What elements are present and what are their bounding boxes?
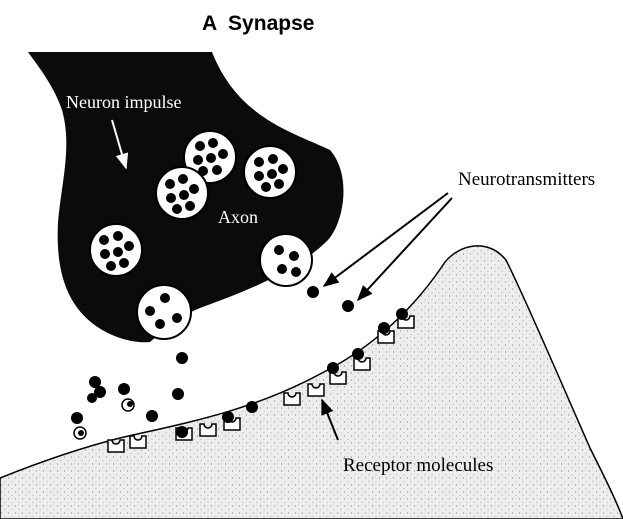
label-neuron-impulse: Neuron impulse	[66, 92, 181, 112]
label-axon: Axon	[218, 207, 258, 227]
neurotransmitter	[352, 348, 364, 360]
vesicle	[156, 167, 208, 219]
neurotransmitter	[342, 300, 354, 312]
neurotransmitter	[176, 352, 188, 364]
vesicle	[260, 234, 312, 286]
molecule-cluster	[71, 412, 86, 439]
neurotransmitters-arrow-1	[324, 193, 448, 286]
diagram-title: A Synapse	[202, 12, 314, 35]
neurotransmitter	[176, 426, 188, 438]
vesicle	[244, 146, 296, 198]
neurotransmitter	[378, 322, 390, 334]
neurotransmitter	[327, 362, 339, 374]
neurotransmitter	[146, 410, 158, 422]
vesicle	[90, 224, 142, 276]
neurotransmitter	[307, 286, 319, 298]
neurotransmitter	[246, 401, 258, 413]
molecule-cluster	[118, 383, 134, 411]
neurotransmitter	[396, 308, 408, 320]
vesicle	[137, 285, 191, 339]
molecule-cluster	[87, 376, 106, 403]
label-neurotransmitters: Neurotransmitters	[458, 169, 595, 190]
label-receptor-molecules: Receptor molecules	[343, 455, 493, 476]
neurotransmitter	[172, 388, 184, 400]
molecule-clusters	[71, 376, 134, 439]
neurotransmitter	[222, 411, 234, 423]
